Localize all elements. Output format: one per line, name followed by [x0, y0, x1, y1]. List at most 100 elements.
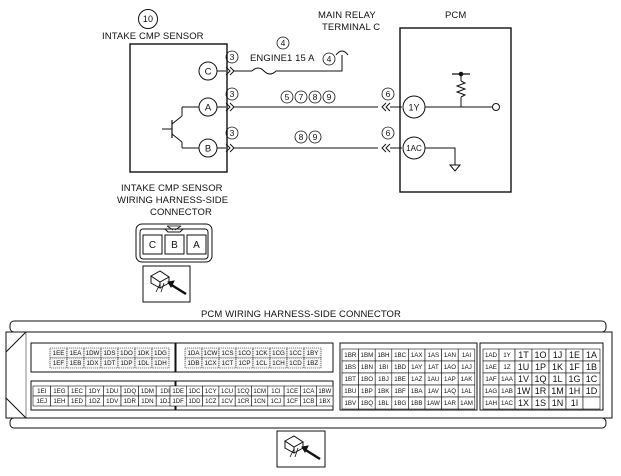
pcm-pin-label: 1AM	[460, 400, 473, 407]
pcm-pin-label: 1AX	[411, 352, 423, 359]
pcm-pin-label: 1DH	[154, 360, 166, 367]
pcm-pin-label: 1AI	[462, 352, 472, 359]
pcm-pin-label: 1J	[553, 350, 563, 360]
ref-6-1ac: 6	[386, 128, 391, 138]
pcm-pin-label: 1CK	[255, 350, 268, 357]
pcm-pin-label: 1DG	[154, 350, 167, 357]
pcm-pin-cell	[582, 396, 601, 410]
pcm-pin-label: 1DS	[103, 350, 115, 357]
pcm-pin-label: 1V	[518, 374, 529, 384]
pcm-pin-label: 1CQ	[237, 389, 250, 395]
sensor-terminal-c-label: C	[205, 67, 212, 78]
main-relay-line2: TERMINAL C	[322, 22, 381, 33]
pcm-pin-label: 1DJ	[159, 398, 170, 405]
ref-fuse-right: 4	[327, 54, 332, 64]
pcm-pin-label: 1F	[569, 362, 580, 372]
pcm-pin-label: 1CF	[287, 399, 299, 405]
pcm-pin-label: 1EF	[53, 360, 65, 367]
pcm-pin-cell	[303, 347, 322, 359]
ref-3-b: 3	[230, 128, 235, 138]
pcm-pin-label: 1C	[586, 374, 598, 384]
pcm-pin-label: 1EH	[53, 398, 65, 405]
pcm-pin-label: 1AB	[501, 388, 513, 395]
pcm-pin-label: 1AO	[444, 364, 457, 371]
pcm-pin-label: 1H	[569, 386, 581, 396]
pcm-pin-label: 1AK	[461, 376, 474, 383]
sensor-box	[129, 43, 228, 173]
pcm-pin-label: 1D	[586, 386, 598, 396]
pcm-pin-label: 1EG	[53, 388, 66, 395]
pcm-pin-label: 1EB	[70, 360, 82, 367]
pcm-pin-label: 1CP	[238, 360, 250, 367]
pcm-pin-label: 1BL	[378, 400, 390, 407]
pcm-pin-label: 1CJ	[271, 399, 282, 405]
pcm-pin-label: 1AS	[427, 352, 439, 359]
pcm-pin-label: 1DL	[138, 360, 150, 367]
pcm-pin-label: 1X	[518, 398, 529, 408]
pcm-pin-label: 1CU	[221, 389, 233, 395]
ref-a-4: 9	[327, 92, 332, 102]
pcm-pin-label: 1DM	[141, 388, 154, 395]
pcm-pin-label: 1DE	[172, 389, 184, 395]
pcm-pin-label: 1DK	[137, 350, 150, 357]
pcm-pin-label: 1G	[568, 374, 580, 384]
pcm-box	[399, 27, 512, 193]
pcm-pin-label: 1CS	[221, 350, 233, 357]
ref-3-a: 3	[230, 89, 235, 99]
pcm-pin-label: 1DO	[120, 350, 133, 357]
pcm-pin-label: 1CX	[204, 360, 216, 367]
pcm-pin-label: 1BD	[394, 364, 407, 371]
pcm-pin-label: 1CY	[205, 389, 217, 395]
pcm-pin-cell	[151, 347, 170, 359]
pcm-pin-label: 1BV	[344, 400, 357, 407]
pcm-pin-label: 1CL	[256, 360, 268, 367]
pcm-pin-label: 1CG	[272, 350, 285, 357]
pcm-pin-label: 1BR	[344, 352, 357, 359]
pcm-pin-label: 1DT	[104, 360, 116, 367]
pcm-pin-label: 1BX	[319, 399, 330, 405]
pcm-pin-label: 1BB	[411, 400, 423, 407]
pcm-pin-label: 1I	[571, 398, 579, 408]
pcm-pin-label: 1EC	[71, 388, 84, 395]
pcm-pin-label: 1K	[552, 362, 563, 372]
pcm-pin-label: 1R	[535, 386, 547, 396]
pcm-pin-label: 1CV	[221, 399, 233, 405]
pcm-pin-label: 1DQ	[123, 388, 136, 395]
probe-icon	[276, 430, 326, 468]
pcm-pin-label: 1BW	[318, 389, 331, 395]
pcm-pin-label: 1B	[586, 362, 597, 372]
pcm-pin-label: 1AH	[485, 400, 497, 407]
pcm-pin-label: 1BO	[361, 376, 374, 383]
pcm-pin-label: 1CZ	[205, 399, 217, 405]
pcm-pin-label: 1CO	[238, 350, 251, 357]
pcm-terminal-1ac-label: 1AC	[406, 144, 422, 153]
pcm-pin-label: 1BP	[361, 388, 373, 395]
pcm-pin-label: 1AE	[485, 364, 497, 371]
pcm-pin-label: 1BK	[378, 388, 391, 395]
pcm-pin-label: 1AC	[501, 400, 514, 407]
pcm-pin-label: 1DD	[188, 399, 201, 405]
pcm-pin-label: 1ED	[71, 398, 84, 405]
pcm-pin-label: 1CD	[289, 360, 302, 367]
pcm-pin-label: 1U	[518, 362, 530, 372]
pcm-pin-label: 1DX	[86, 360, 98, 367]
sensor-connector-caption-2: WIRING HARNESS-SIDE	[117, 195, 229, 206]
pcm-pin-label: 1BJ	[378, 376, 389, 383]
pcm-pin-label: 1CR	[237, 399, 250, 405]
pcm-pin-label: 1DV	[106, 398, 119, 405]
sensor-terminal-b-label: B	[205, 144, 211, 155]
pcm-pin-label: 1AV	[428, 388, 440, 395]
pcm-pin-label: 1AF	[485, 376, 497, 383]
pcm-pin-label: 1BA	[411, 388, 424, 395]
pcm-pin-label: 1DC	[188, 389, 201, 395]
pcm-pin-label: 1AY	[411, 364, 422, 371]
pcm-pin-label: 1CH	[272, 360, 284, 367]
sensor-conn-pin-c: C	[149, 240, 156, 251]
pcm-pin-label: 1E	[569, 350, 580, 360]
pcm-pin-label: 1BE	[394, 376, 406, 383]
pcm-pin-label: 1P	[535, 362, 546, 372]
pcm-pin-label: 1DA	[187, 350, 200, 357]
ref-6-1y: 6	[386, 89, 391, 99]
sensor-index-label: 10	[138, 9, 158, 29]
pcm-pin-label: 1BF	[394, 388, 406, 395]
